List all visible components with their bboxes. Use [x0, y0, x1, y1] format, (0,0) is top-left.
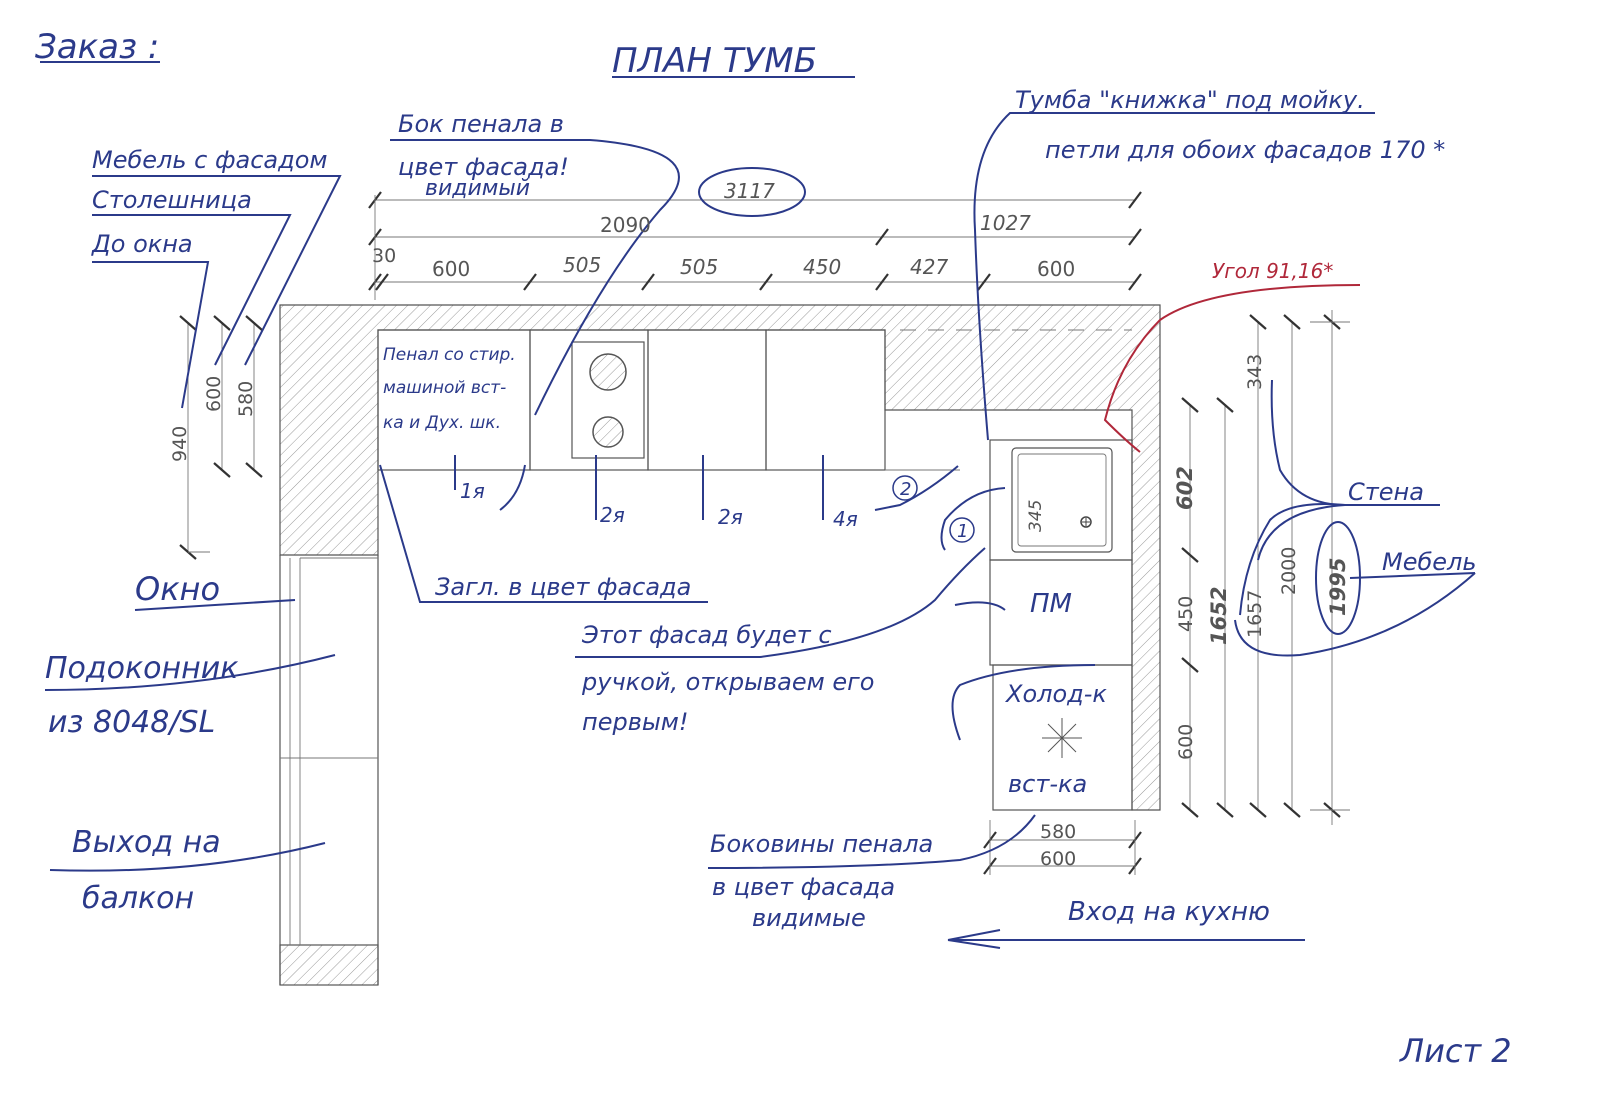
drawer-label-2b: 2я — [718, 505, 743, 529]
label-tall-unit-1: Пенал со стир. — [383, 345, 516, 365]
dim-1995: 1995 — [1326, 558, 1350, 616]
label-angle: Угол 91,16* — [1212, 259, 1333, 283]
hob-burner-large — [589, 353, 627, 391]
dim-1027: 1027 — [980, 211, 1031, 235]
page-title: ПЛАН ТУМБ — [612, 41, 817, 81]
sheet-number: Лист 2 — [1399, 1032, 1512, 1070]
bottom-dimensions — [983, 820, 1142, 875]
label-tall-unit-3: ка и Дух. шк. — [383, 413, 501, 433]
right-dimensions — [1181, 310, 1361, 825]
cabinet-row — [377, 329, 1132, 471]
label-fridge-1: Холод-к — [1004, 680, 1107, 708]
dim-427: 427 — [910, 255, 948, 279]
dim-total: 3117 — [724, 179, 775, 203]
drawer-label-2a: 2я — [600, 503, 625, 527]
label-to-window: До окна — [91, 230, 193, 258]
dim-345: 345 — [1026, 500, 1046, 532]
fridge-snow-icon — [1042, 718, 1082, 758]
label-sill-1: Подоконник — [45, 651, 238, 686]
note-sides-2: в цвет фасада — [712, 873, 895, 901]
note-handle-2: ручкой, открываем его — [581, 668, 874, 696]
label-wall: Стена — [1348, 478, 1424, 506]
label-furniture: Мебель — [1382, 548, 1477, 576]
dim-505-b: 505 — [680, 255, 718, 279]
dim-2000: 2000 — [1278, 547, 1300, 595]
window-wall — [279, 555, 379, 985]
annotation-leaders — [40, 61, 1476, 949]
label-fridge-2: вст-ка — [1008, 770, 1087, 798]
label-balcony-1: Выход на — [72, 825, 221, 860]
note-handle-3: первым! — [582, 708, 689, 736]
label-window: Окно — [135, 570, 220, 608]
dim-b600: 600 — [1040, 848, 1076, 870]
note-sink-cabinet-1: Тумба "книжка" под мойку. — [1015, 86, 1365, 114]
circle-label-1: 1 — [957, 521, 968, 542]
label-tall-unit-2: машиной вст- — [383, 378, 506, 398]
label-sill-2: из 8048/SL — [48, 705, 215, 740]
sink-cabinet — [989, 439, 1133, 561]
note-handle-1: Этот фасад будет с — [581, 621, 832, 649]
dim-600-a: 600 — [432, 257, 470, 281]
label-countertop: Столешница — [92, 186, 252, 214]
dim-602: 602 — [1173, 466, 1197, 510]
dim-450: 450 — [803, 255, 841, 279]
dim-30: 30 — [372, 245, 396, 267]
drawer-label-1: 1я — [460, 479, 485, 503]
dim-343: 343 — [1244, 354, 1266, 390]
drawer-label-4: 4я — [833, 507, 858, 531]
dim-r450: 450 — [1175, 596, 1197, 632]
label-furniture-facade: Мебель с фасадом — [92, 146, 328, 174]
dim-1657: 1657 — [1244, 590, 1266, 638]
note-side-panel-2: цвет фасада! — [398, 153, 569, 181]
dim-2090: 2090 — [600, 213, 651, 237]
top-dimensions — [368, 167, 1142, 300]
note-sink-cabinet-2: петли для обоих фасадов 170 * — [1045, 136, 1445, 164]
label-balcony-2: балкон — [82, 881, 194, 916]
note-plug: Загл. в цвет фасада — [435, 573, 691, 601]
circle-label-2: 2 — [900, 479, 911, 500]
hob-burner-small — [592, 416, 624, 448]
dim-940: 940 — [169, 426, 191, 462]
dim-b580: 580 — [1040, 821, 1076, 843]
label-entrance: Вход на кухню — [1068, 897, 1270, 927]
dim-505-a: 505 — [563, 253, 601, 277]
order-label: Заказ : — [35, 27, 159, 67]
note-sides-1: Боковины пенала — [710, 830, 933, 858]
dim-600-b: 600 — [1037, 257, 1075, 281]
dim-r600: 600 — [1175, 724, 1197, 760]
dim-v580: 580 — [235, 381, 257, 417]
label-pm: ПМ — [1030, 589, 1072, 619]
note-sides-3: видимые — [752, 904, 866, 932]
note-side-panel-3: видимый — [425, 176, 530, 201]
dim-v600: 600 — [203, 376, 225, 412]
dim-1652: 1652 — [1207, 587, 1231, 645]
note-side-panel-1: Бок пенала в — [398, 110, 564, 138]
